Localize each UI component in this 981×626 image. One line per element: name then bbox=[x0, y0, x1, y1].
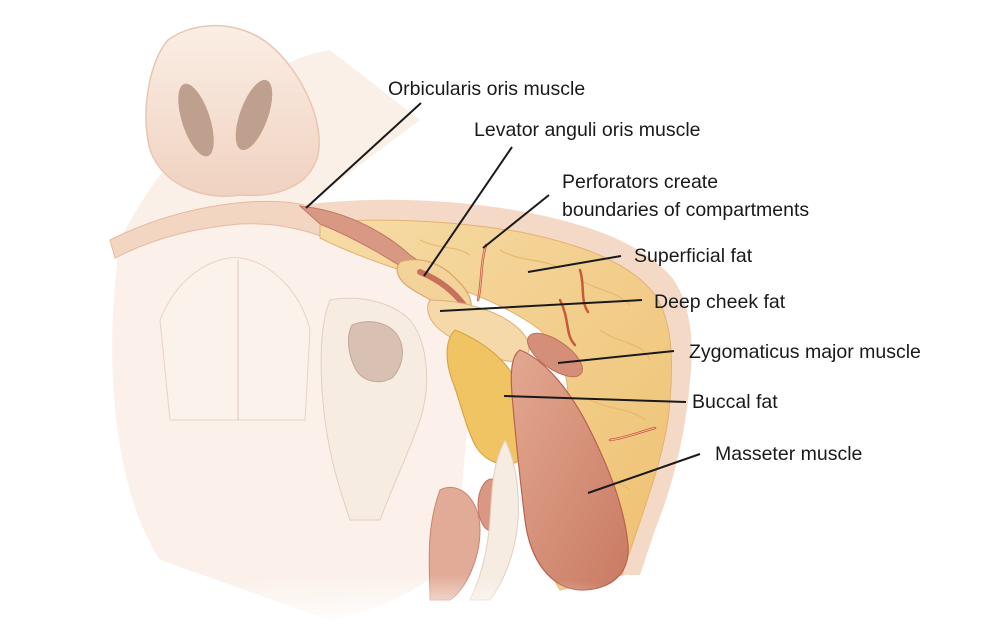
label-orbicularis-oris: Orbicularis oris muscle bbox=[388, 77, 585, 102]
nose bbox=[146, 26, 319, 197]
label-deep-cheek-fat: Deep cheek fat bbox=[654, 290, 785, 315]
label-buccal-fat: Buccal fat bbox=[692, 390, 778, 415]
label-zygomaticus-major: Zygomaticus major muscle bbox=[689, 340, 921, 365]
label-superficial-fat: Superficial fat bbox=[634, 244, 752, 269]
bottom-fade bbox=[100, 540, 700, 626]
label-perforators-line2: boundaries of compartments bbox=[562, 198, 809, 223]
label-levator-anguli-oris: Levator anguli oris muscle bbox=[474, 118, 701, 143]
label-masseter-muscle: Masseter muscle bbox=[715, 442, 862, 467]
label-perforators-line1: Perforators create bbox=[562, 170, 718, 195]
